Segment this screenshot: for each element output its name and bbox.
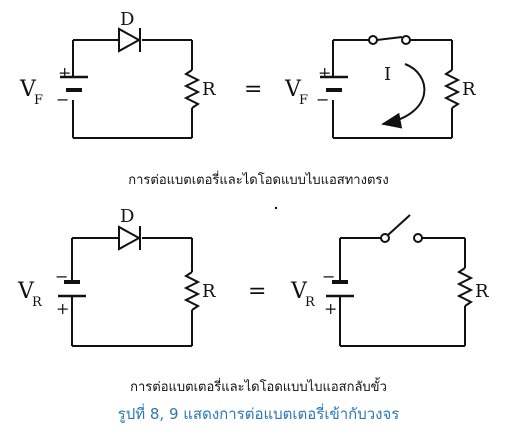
switch-contact-left	[368, 35, 378, 45]
current-label: I	[384, 64, 391, 85]
vr-subscript: R	[32, 295, 43, 310]
vr-label: V	[17, 279, 35, 304]
vf-label: V	[19, 77, 37, 102]
current-arrow	[381, 63, 426, 129]
caption-reverse-bias: การต่อแบตเตอรี่และไดโอดแบบไบแอสกลับขั้ว	[130, 380, 387, 395]
battery-symbol-reverse-right	[326, 280, 354, 298]
vf-subscript-right: F	[299, 93, 308, 108]
equals-sign-bottom: =	[248, 279, 266, 304]
closed-switch-circuit	[320, 35, 461, 139]
battery-minus-label-open: −	[322, 267, 335, 286]
vf-label-right: V	[284, 77, 302, 102]
resistor-label: R	[202, 79, 216, 100]
resistor-symbol-right	[443, 69, 461, 109]
vr-subscript-right: R	[305, 295, 316, 310]
vr-label-right: V	[290, 279, 308, 304]
caption-forward-bias: การต่อแบตเตอรี่และไดโอดแบบไบแอสทางตรง	[128, 173, 389, 188]
vf-subscript: F	[34, 93, 43, 108]
battery-symbol-reverse	[58, 280, 86, 298]
switch-lever-closed	[376, 36, 403, 41]
battery-plus-label: +	[58, 63, 71, 82]
battery-symbol-right	[320, 75, 348, 92]
reverse-diode-circuit	[58, 225, 201, 347]
battery-symbol	[60, 75, 88, 92]
switch-contact-right-open	[413, 233, 423, 243]
scan-speck	[274, 206, 278, 210]
resistor-symbol	[183, 69, 201, 109]
switch-contact-right	[401, 35, 411, 45]
battery-plus-label-right: +	[318, 63, 331, 82]
diode-label-reverse: D	[120, 206, 134, 227]
battery-minus-label-right: −	[316, 90, 329, 109]
resistor-label-right: R	[462, 79, 476, 100]
switch-contact-left-open	[380, 233, 390, 243]
equals-sign-top: =	[244, 77, 262, 102]
battery-minus-label-reverse: −	[55, 267, 68, 286]
resistor-symbol-reverse	[183, 271, 201, 311]
switch-lever-open	[387, 214, 411, 236]
battery-minus-label: −	[56, 90, 69, 109]
resistor-label-open: R	[475, 281, 489, 302]
figure-caption: รูปที่ 8, 9 แสดงการต่อแบตเตอรี่เข้ากับวง…	[117, 405, 400, 423]
diode-symbol	[118, 27, 142, 53]
diode-symbol-reverse	[118, 225, 142, 251]
resistor-label-reverse: R	[202, 281, 216, 302]
open-switch-circuit	[326, 214, 474, 347]
battery-plus-label-open: +	[324, 299, 337, 318]
forward-diode-circuit	[60, 27, 201, 139]
resistor-symbol-open	[456, 267, 474, 307]
diode-label: D	[120, 9, 134, 30]
battery-plus-label-reverse: +	[56, 299, 69, 318]
